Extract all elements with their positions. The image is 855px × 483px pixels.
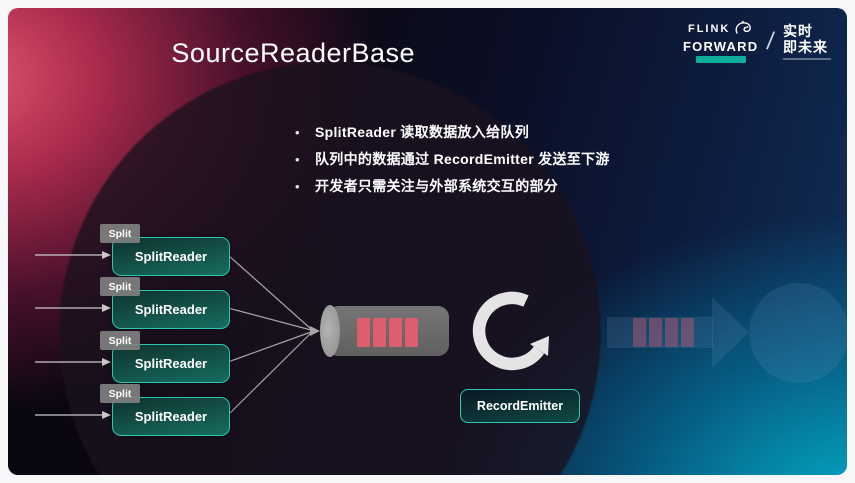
- downstream-record-bar: [649, 318, 662, 347]
- split-reader-box: SplitReader: [112, 237, 230, 276]
- converging-lines: [227, 254, 312, 416]
- bullet-text: 队列中的数据通过 RecordEmitter 发送至下游: [315, 151, 610, 167]
- logo-event-badge: [695, 56, 746, 63]
- bullet-item: • SplitReader 读取数据放入给队列: [295, 124, 715, 141]
- split-tag: Split: [100, 277, 140, 296]
- queue-cylinder: [330, 306, 449, 356]
- logo-flink-text: FLINK: [687, 22, 731, 35]
- logo-cn-bottom: 即未来: [783, 39, 828, 55]
- bullet-text: SplitReader 读取数据放入给队列: [315, 124, 529, 140]
- connector-lines: [35, 251, 320, 419]
- record-emitter-box: RecordEmitter: [460, 389, 580, 423]
- flink-squirrel-icon: [735, 20, 752, 34]
- queue-record-bar: [405, 318, 418, 347]
- downstream-record-bar: [681, 318, 694, 347]
- bullet-list: • SplitReader 读取数据放入给队列 • 队列中的数据通过 Recor…: [295, 124, 715, 205]
- queue-record-bar: [357, 318, 370, 347]
- page-title: SourceReaderBase: [171, 38, 416, 68]
- downstream-sink-circle: [749, 283, 847, 383]
- split-reader-box: SplitReader: [112, 344, 230, 383]
- logo-cn-tagline: 实时 即未来: [783, 22, 831, 61]
- downstream-arrow-tail: [607, 317, 713, 348]
- queue-cylinder-cap: [320, 305, 340, 357]
- queue-input-arrowhead: [310, 326, 320, 336]
- logo-cn-top: 实时: [783, 22, 813, 39]
- slide-canvas: SourceReaderBase FLINK FORWARD / 实时 即未来 …: [8, 8, 847, 475]
- bullet-item: • 队列中的数据通过 RecordEmitter 发送至下游: [295, 151, 715, 168]
- queue-record-bar: [373, 318, 386, 347]
- split-tag: Split: [100, 331, 140, 350]
- bullet-marker: •: [295, 152, 300, 167]
- split-reader-box: SplitReader: [112, 397, 230, 436]
- input-arrowheads: [102, 251, 111, 419]
- logo-wordmark: FLINK FORWARD: [683, 20, 758, 63]
- downstream-record-bar: [665, 318, 678, 347]
- split-tag: Split: [100, 384, 140, 403]
- input-arrows: [35, 254, 102, 416]
- downstream-record-bar: [633, 318, 646, 347]
- split-tag: Split: [100, 224, 140, 243]
- flink-forward-logo: FLINK FORWARD / 实时 即未来: [683, 20, 831, 63]
- logo-forward-text: FORWARD: [683, 39, 759, 54]
- logo-cn-subtitle-bar: [783, 58, 831, 61]
- bullet-item: • 开发者只需关注与外部系统交互的部分: [295, 178, 715, 195]
- bullet-marker: •: [295, 179, 300, 194]
- bullet-text: 开发者只需关注与外部系统交互的部分: [315, 178, 559, 194]
- queue-record-bar: [389, 318, 402, 347]
- split-reader-box: SplitReader: [112, 290, 230, 329]
- bullet-marker: •: [295, 125, 300, 140]
- emit-loop-icon: [472, 291, 549, 371]
